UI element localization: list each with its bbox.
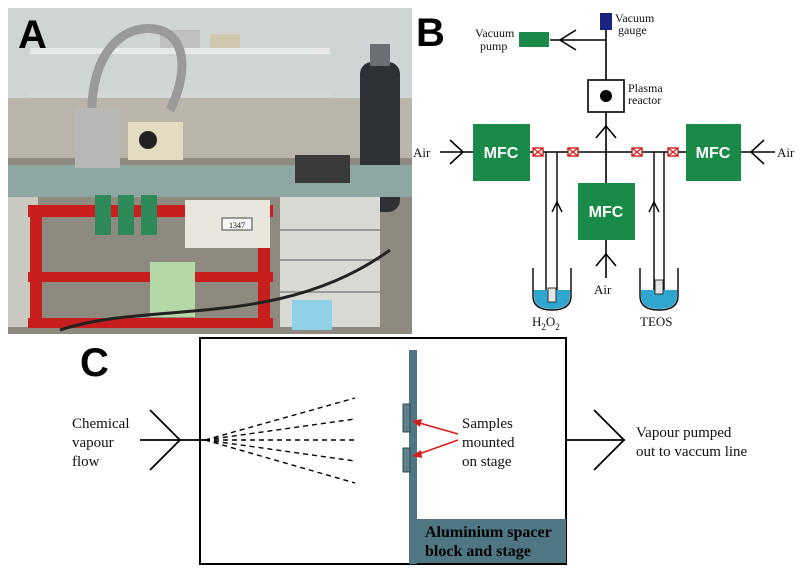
- h2o2-frit: [547, 287, 557, 303]
- reactor-feed-arrow: [595, 124, 617, 139]
- teos-label: TEOS: [640, 314, 673, 329]
- spacer-block: [409, 519, 566, 563]
- pointer-head-lower: [412, 450, 422, 458]
- samples-label-3: on stage: [462, 454, 512, 470]
- inlet-label-3: flow: [72, 454, 100, 470]
- air-left-label: Air: [413, 145, 431, 160]
- spray-line: [204, 439, 356, 462]
- vacuum-pump-label-1: Vacuum: [475, 26, 515, 40]
- inlet-label-1: Chemical: [72, 416, 129, 432]
- cylinder-regulator: [370, 44, 390, 66]
- valve-2: [567, 147, 579, 157]
- spacer-label-1: Aluminium spacer: [425, 524, 552, 541]
- vacuum-gauge-label-1: Vacuum: [615, 11, 655, 25]
- spray-line: [204, 439, 356, 484]
- mfc-center-label: MFC: [589, 204, 624, 221]
- flex-hose: [87, 24, 187, 151]
- valve-1: [532, 147, 544, 157]
- valve-3: [631, 147, 643, 157]
- teos-liquid: [641, 290, 677, 309]
- chamber-diagram: C Aluminium spacer block and stage Sampl…: [72, 337, 748, 565]
- vacuum-gauge-label-2: gauge: [618, 23, 647, 37]
- mfc-right-label: MFC: [696, 145, 731, 162]
- outlet-arrow: [593, 409, 626, 471]
- h2o2-o: O: [546, 314, 555, 329]
- h2o2-label: H2O2: [532, 314, 560, 332]
- photo-mfc: [118, 195, 134, 235]
- vacuum-gauge-icon: [600, 13, 612, 30]
- plasma-reactor-label-2: reactor: [628, 93, 661, 107]
- panel-label-c: C: [80, 341, 109, 385]
- pointer-arrow-upper: [415, 421, 459, 435]
- spacer-label-2: block and stage: [425, 543, 531, 560]
- photo-mfc: [141, 195, 157, 235]
- pointer-head-upper: [412, 419, 422, 427]
- plasma-reactor-dot: [600, 90, 612, 102]
- teos-vessel: [639, 268, 679, 311]
- valve-4: [667, 147, 679, 157]
- h2o2-sub2: 2: [555, 322, 560, 332]
- pointer-arrow-lower: [415, 439, 459, 456]
- air-right-arrow: [749, 139, 765, 165]
- vacuum-pump-label-2: pump: [480, 39, 507, 53]
- stage-plate: [409, 350, 417, 564]
- samples-label-2: mounted: [462, 435, 515, 451]
- air-left-arrow: [449, 139, 465, 165]
- mfc-right: [686, 124, 741, 181]
- air-bottom-label: Air: [594, 282, 612, 297]
- sample-lower: [402, 447, 411, 473]
- h2o2-vessel: [532, 268, 572, 311]
- air-right-label: Air: [777, 145, 795, 160]
- vacuum-pump-icon: [519, 32, 549, 47]
- spray-line: [204, 397, 356, 441]
- green-container: [150, 262, 195, 317]
- samples-label-1: Samples: [462, 416, 513, 432]
- reactor-chamber: [75, 108, 120, 168]
- panel-label-a: A: [18, 13, 47, 57]
- teos-flow-arrow: [648, 200, 660, 213]
- spray-line: [204, 418, 356, 441]
- supply-display: [221, 217, 253, 231]
- inlet-arrow: [149, 409, 182, 471]
- vapour-spray: [204, 397, 356, 484]
- controller-knob: [139, 131, 157, 149]
- outlet-label-2: out to vaccum line: [636, 444, 748, 460]
- sample-upper: [402, 403, 411, 433]
- mfc-left-label: MFC: [484, 145, 519, 162]
- h2o2-flow-arrow: [551, 200, 563, 213]
- trolley-bottom: [28, 318, 273, 328]
- gas-flow-diagram: B Vacuum pump Vacuum gauge Plasma reacto…: [413, 11, 795, 332]
- pump-arrow: [558, 29, 577, 51]
- blue-bag: [292, 300, 332, 330]
- plasma-reactor-label-1: Plasma: [628, 81, 663, 95]
- digital-meter: [295, 155, 350, 183]
- lab-photo: 1347 A: [8, 8, 412, 334]
- photo-backwall: [8, 98, 412, 158]
- h2o2-sub1: 2: [541, 322, 546, 332]
- bench-top: [8, 165, 412, 197]
- teos-frit: [654, 279, 664, 295]
- trolley-leg: [30, 215, 42, 325]
- supply-display-value: 1347: [229, 221, 245, 230]
- air-bottom-arrow: [595, 252, 617, 267]
- h2o2-h: H: [532, 314, 541, 329]
- mfc-center: [578, 183, 635, 240]
- shelf-bottles: [210, 34, 240, 48]
- inlet-label-2: vapour: [72, 435, 114, 451]
- photo-mfc: [95, 195, 111, 235]
- mfc-left: [473, 124, 530, 181]
- outlet-label-1: Vapour pumped: [636, 425, 732, 441]
- black-cable: [59, 248, 391, 332]
- panel-label-b: B: [416, 11, 445, 55]
